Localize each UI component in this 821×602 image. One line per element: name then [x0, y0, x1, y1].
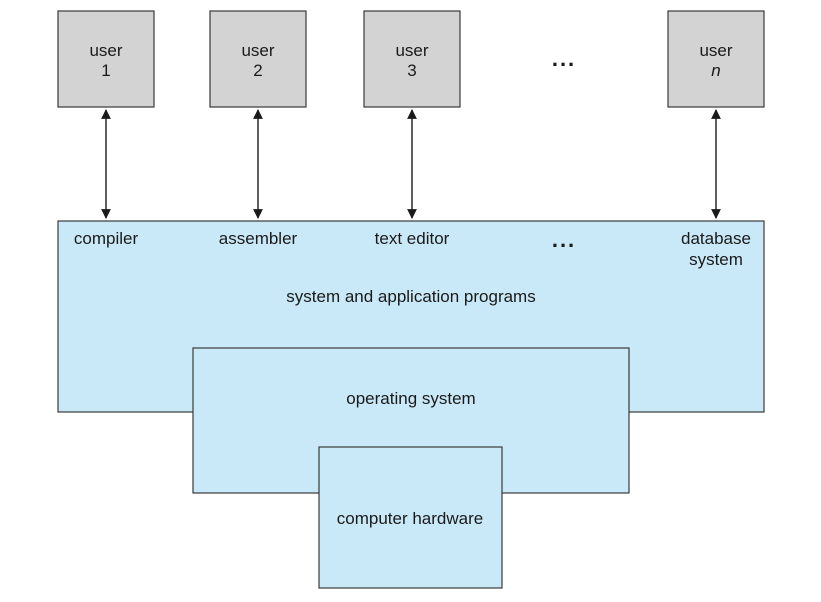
user-box-1: user 1 — [57, 10, 155, 108]
computer-hardware-layer — [318, 446, 503, 589]
user-box-3-word: user — [395, 41, 428, 60]
program-database-line2: system — [689, 250, 743, 269]
user-box-1-id: 1 — [101, 61, 110, 80]
program-database-line1: database — [681, 229, 751, 248]
program-assembler: assembler — [219, 229, 298, 248]
user-box-2-id: 2 — [253, 61, 262, 80]
user-box-n: user n — [667, 10, 765, 108]
application-programs-label: system and application programs — [286, 287, 535, 306]
user-box-3-id: 3 — [407, 61, 416, 80]
operating-system-label: operating system — [346, 389, 475, 408]
computer-hardware-label: computer hardware — [337, 509, 483, 528]
user-box-n-word: user — [699, 41, 732, 60]
programs-ellipsis: ... — [552, 227, 576, 252]
program-text-editor: text editor — [375, 229, 450, 248]
user-box-3: user 3 — [363, 10, 461, 108]
users-ellipsis: ... — [552, 46, 576, 71]
user-box-n-id: n — [711, 61, 720, 80]
user-box-1-word: user — [89, 41, 122, 60]
user-box-2: user 2 — [209, 10, 307, 108]
program-compiler: compiler — [74, 229, 139, 248]
user-box-2-word: user — [241, 41, 274, 60]
